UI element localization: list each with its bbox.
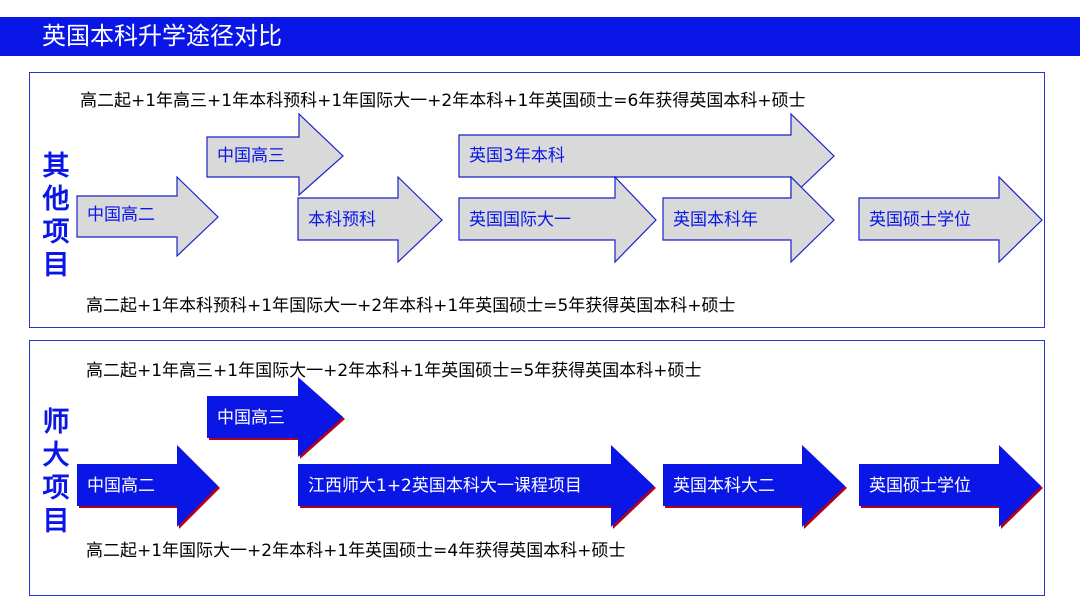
arrow-other-intl-year1: [458, 175, 657, 264]
side-label-char: 他: [42, 184, 70, 215]
arrow-normal-high3: [207, 377, 345, 459]
arrow-label: 英国本科大二: [673, 476, 775, 496]
arrow-normal-1plus2: [298, 445, 656, 529]
arrow-other-high3: [206, 112, 344, 197]
arrow-other-masters: [858, 175, 1043, 264]
arrow-label: 英国硕士学位: [869, 210, 971, 230]
arrow-label: 英国本科年: [673, 210, 758, 230]
arrow-normal-masters: [859, 445, 1043, 529]
normal-formula-bottom: 高二起+1年国际大一+2年本科+1年英国硕士=4年获得英国本科+硕士: [86, 541, 626, 561]
side-label-char: 其: [42, 151, 70, 182]
arrow-label: 中国高二: [87, 205, 155, 225]
arrow-other-uk-3yr: [458, 112, 835, 199]
arrow-normal-uk-year2: [663, 445, 847, 529]
side-label-char: 项: [42, 217, 70, 248]
other-formula-bottom: 高二起+1年本科预科+1年国际大一+2年本科+1年英国硕士=5年获得英国本科+硕…: [86, 296, 736, 316]
arrow-normal-high2: [77, 445, 220, 529]
arrow-other-uk-undergrad: [662, 175, 835, 264]
side-label-char: 大: [42, 440, 70, 471]
arrow-label: 本科预科: [308, 210, 376, 230]
normal-formula-top: 高二起+1年高三+1年国际大一+2年本科+1年英国硕士=5年获得英国本科+硕士: [86, 361, 702, 381]
arrow-label: 英国硕士学位: [869, 476, 971, 496]
arrow-other-high2: [76, 175, 219, 258]
side-label-char: 师: [42, 407, 70, 438]
arrow-label: 英国国际大一: [469, 210, 571, 230]
other-programs-label: 其 他 项 目: [36, 150, 76, 282]
arrow-label: 江西师大1+2英国本科大一课程项目: [308, 476, 582, 496]
page-title: 英国本科升学途径对比: [0, 17, 1080, 56]
side-label-char: 目: [42, 250, 70, 281]
arrow-label: 中国高二: [87, 476, 155, 496]
arrow-label: 英国3年本科: [469, 146, 565, 166]
arrow-label: 中国高三: [217, 408, 285, 428]
normal-univ-label: 师 大 项 目: [36, 406, 76, 538]
arrow-label: 中国高三: [217, 146, 285, 166]
arrow-other-foundation: [297, 175, 443, 264]
side-label-char: 目: [42, 506, 70, 537]
other-formula-top: 高二起+1年高三+1年本科预科+1年国际大一+2年本科+1年英国硕士=6年获得英…: [80, 91, 806, 111]
side-label-char: 项: [42, 473, 70, 504]
